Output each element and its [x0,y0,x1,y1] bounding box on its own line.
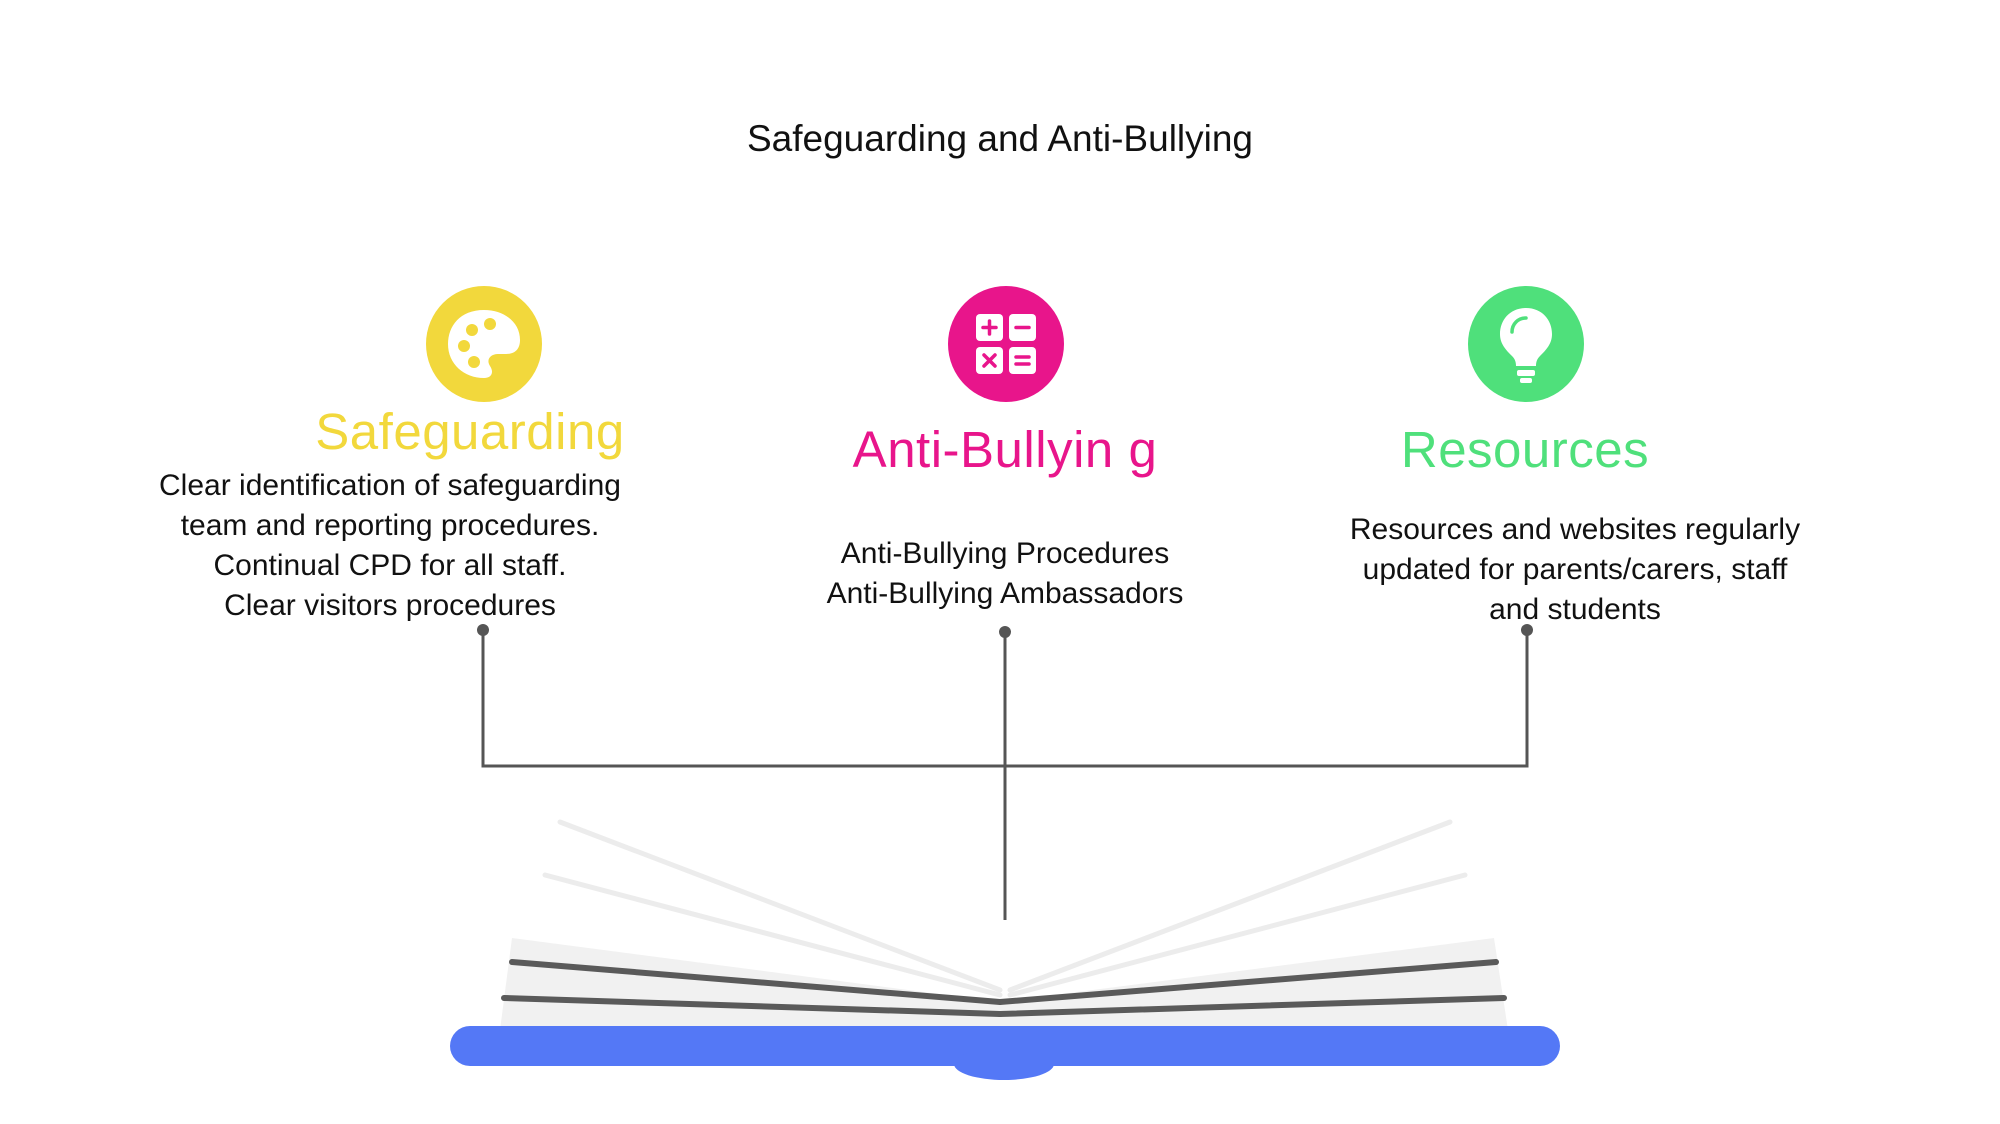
palette-icon [448,310,520,378]
page-title: Safeguarding and Anti-Bullying [746,118,1254,159]
description-line: Continual CPD for all staff. [213,549,567,582]
connector-lines [481,630,1529,920]
book-pages [500,938,1508,1034]
lightbulb-icon [1500,308,1552,383]
description-line: Anti-Bullying Procedures [840,537,1170,570]
description-line: Resources and websites regularly [1349,513,1801,546]
calculator-icon [976,314,1036,374]
resources-description: Resources and websites regularly updated… [1290,510,1860,630]
description-line: team and reporting procedures. [180,509,600,542]
book-cover [450,1026,1560,1066]
description-line: updated for parents/carers, staff [1362,553,1788,586]
description-line: Clear identification of safeguarding [159,469,621,502]
resources-heading: Resources [1400,421,1650,478]
description-line: and students [1489,593,1661,626]
light-rays [542,819,1468,998]
safeguarding-description: Clear identification of safeguarding tea… [105,466,675,626]
anti-bullying-heading: Anti-Bullyin g [852,421,1158,478]
resources-icon-circle [1468,286,1584,402]
safeguarding-icon-circle [426,286,542,402]
safeguarding-heading: Safeguarding [315,403,625,460]
connector-dot-resources [1521,624,1533,636]
anti-bullying-description: Anti-Bullying Procedures Anti-Bullying A… [700,534,1310,614]
book-spine [954,1048,1054,1080]
description-line: Clear visitors procedures [224,589,556,622]
page-lines [501,959,1507,1017]
description-line: Anti-Bullying Ambassadors [826,577,1184,610]
connector-dot-anti-bullying [999,626,1011,638]
anti-bullying-icon-circle [948,286,1064,402]
connector-dot-safeguarding [477,624,489,636]
